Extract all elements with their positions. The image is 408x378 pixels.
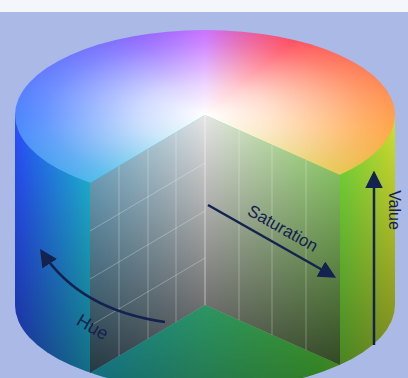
top-strip (0, 0, 408, 12)
value-label: Value (386, 190, 402, 230)
value-arrow (373, 174, 376, 345)
value-axis (205, 115, 206, 305)
hue-arrow (42, 252, 165, 322)
